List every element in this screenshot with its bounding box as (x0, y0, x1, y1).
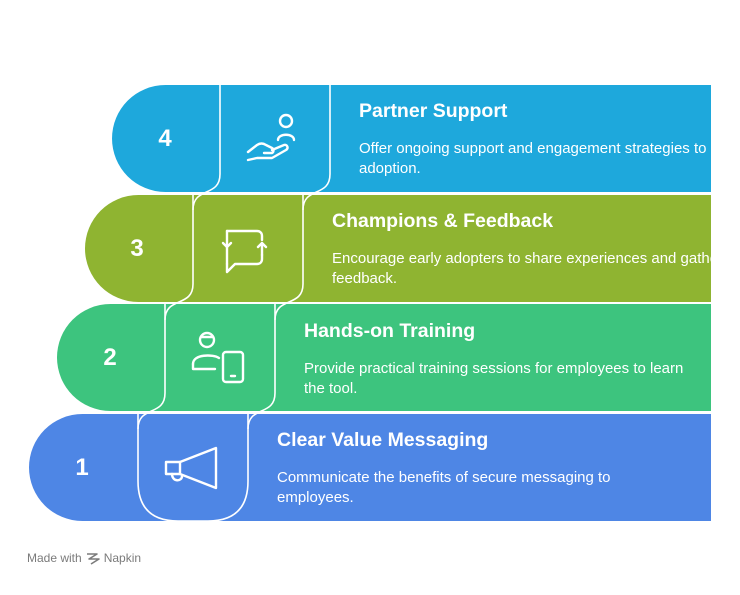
step-2-number: 2 (103, 344, 117, 371)
step-3-band (84, 195, 711, 302)
megaphone-icon (164, 446, 218, 490)
step-4-icon-column-outline (192, 83, 331, 211)
person-with-tablet-icon (191, 331, 245, 384)
step-4-description: Offer ongoing support and engagement str… (359, 140, 740, 177)
step-3-number: 3 (130, 235, 144, 262)
made-with-napkin-footer: Made with Napkin (27, 551, 141, 565)
step-1-description: Communicate the benefits of secure messa… (277, 469, 611, 506)
step-4-band (112, 85, 711, 192)
made-with-label: Made with (27, 551, 82, 565)
napkin-logo-icon (86, 552, 100, 565)
step-1-number: 1 (75, 454, 89, 481)
chat-refresh-icon (221, 229, 268, 274)
step-1-band (29, 414, 711, 521)
step-1-title: Clear Value Messaging (277, 429, 489, 451)
step-4-title: Partner Support (359, 100, 508, 122)
step-3-description: Encourage early adopters to share experi… (332, 250, 724, 287)
step-2-icon-column-outline (137, 302, 276, 430)
step-3-title: Champions & Feedback (332, 210, 554, 232)
step-3-icon-column-outline (164, 193, 304, 321)
step-2-description: Provide practical training sessions for … (304, 360, 684, 397)
step-2-title: Hands-on Training (304, 320, 476, 342)
step-2-band (56, 304, 711, 411)
step-4-number: 4 (158, 125, 172, 152)
napkin-brand-label: Napkin (103, 551, 142, 565)
step-1-icon-column-outline (137, 412, 249, 522)
hand-with-person-icon (246, 113, 296, 162)
